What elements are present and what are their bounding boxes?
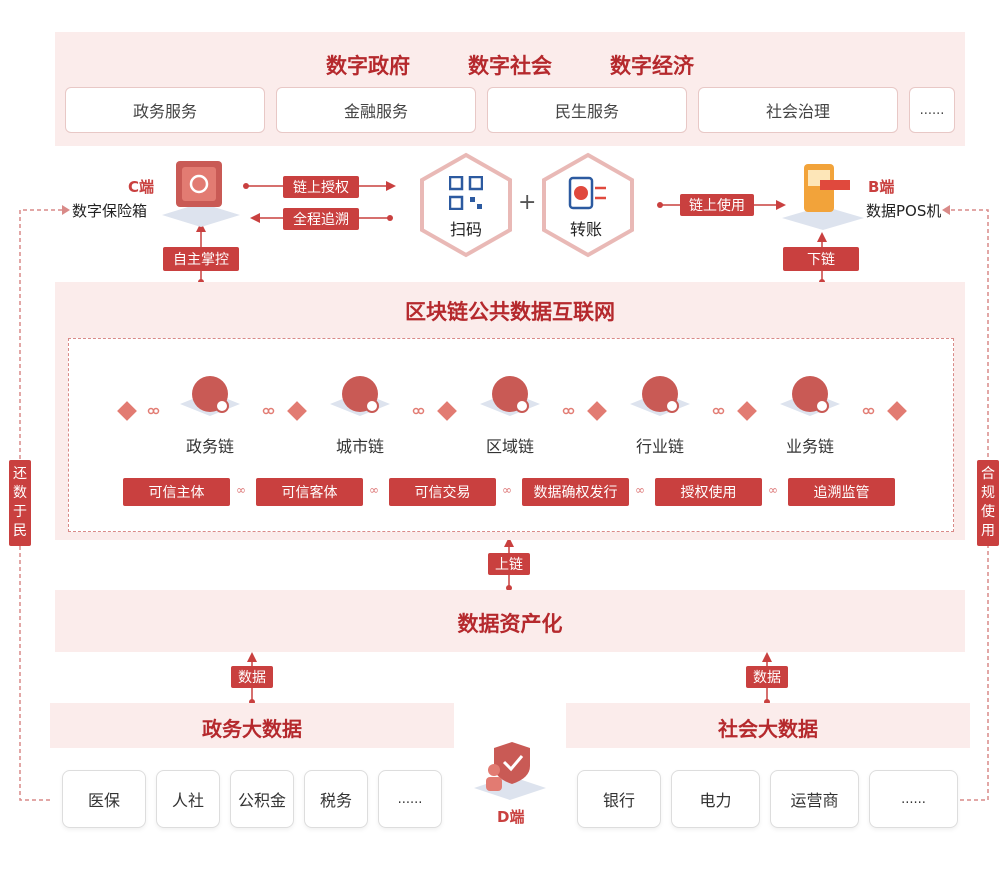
top-title-1: 数字政府	[326, 54, 410, 78]
social-data-title: 社会大数据	[718, 717, 818, 741]
service-livelihood: 民生服务	[487, 87, 687, 133]
social-item-carrier: 运营商	[770, 770, 859, 828]
b-end-code: B端	[868, 178, 895, 196]
on-chain-use-tag: 链上使用	[680, 194, 754, 216]
c-end-name: 数字保险箱	[72, 202, 148, 220]
chain-nodes	[117, 376, 907, 421]
gov-item-tax: 税务	[304, 770, 368, 828]
side-left-char-2: 数	[13, 485, 27, 501]
capability-trusted-trade: 可信交易	[389, 478, 496, 506]
side-right-char-2: 规	[981, 485, 995, 501]
cube-icon-5	[737, 401, 757, 421]
plus-sign: +	[518, 190, 537, 215]
social-item-more: ......	[869, 770, 958, 828]
up-chain-tag: 上链	[488, 553, 530, 575]
d-end-code: D端	[497, 808, 525, 826]
full-trace-tag: 全程追溯	[283, 208, 359, 230]
link-icon-4: ∞	[635, 483, 645, 497]
social-data-band	[566, 703, 970, 748]
link-icon-2: ∞	[369, 483, 379, 497]
link-icon-1: ∞	[236, 483, 246, 497]
cube-icon-6	[887, 401, 907, 421]
link-icon-3: ∞	[502, 483, 512, 497]
region-chain-node-icon	[480, 376, 540, 416]
scan-hexagon	[420, 152, 512, 258]
cube-icon-4	[587, 401, 607, 421]
service-more: ......	[909, 87, 955, 133]
social-item-bank: 银行	[577, 770, 661, 828]
side-right-char-3: 使	[981, 504, 995, 520]
chain-label-region: 区域链	[485, 437, 534, 456]
chain-label-gov: 政务链	[185, 437, 234, 456]
gov-data-title: 政务大数据	[202, 717, 302, 741]
capability-rights-issue: 数据确权发行	[522, 478, 629, 506]
capability-trusted-object: 可信客体	[256, 478, 363, 506]
service-gov: 政务服务	[65, 87, 265, 133]
capability-trace-supervise: 追溯监管	[788, 478, 895, 506]
chain-label-business: 业务链	[785, 437, 834, 456]
top-title-2: 数字社会	[468, 54, 552, 78]
side-right-char-1: 合	[981, 466, 995, 482]
off-chain-tag: 下链	[783, 247, 859, 271]
qr-code-icon	[449, 176, 483, 210]
return-data-to-people-tag: 还 数 于 民	[9, 460, 31, 546]
gov-data-band	[50, 703, 454, 748]
chain-label-industry: 行业链	[635, 437, 684, 456]
side-left-char-4: 民	[13, 523, 27, 539]
gov-chain-node-icon	[180, 376, 240, 416]
b-end-name: 数据POS机	[866, 202, 942, 220]
service-governance: 社会治理	[698, 87, 898, 133]
social-item-power: 电力	[671, 770, 760, 828]
transfer-label: 转账	[570, 220, 603, 239]
service-finance: 金融服务	[276, 87, 476, 133]
side-left-char-1: 还	[13, 466, 27, 482]
shield-person-icon	[474, 742, 546, 800]
assetization-title: 数据资产化	[457, 612, 563, 636]
capability-authorized-use: 授权使用	[655, 478, 762, 506]
gov-item-social-security: 人社	[156, 770, 220, 828]
c-end-code: C端	[128, 178, 155, 196]
transfer-icon	[568, 176, 606, 210]
business-chain-node-icon	[780, 376, 840, 416]
gov-item-medical: 医保	[62, 770, 146, 828]
transfer-hexagon	[542, 152, 634, 258]
chain-label-city: 城市链	[335, 437, 384, 456]
pos-machine-icon	[782, 164, 864, 230]
top-title-3: 数字经济	[610, 54, 694, 78]
compliant-use-tag: 合 规 使 用	[977, 460, 999, 546]
scan-label: 扫码	[450, 220, 483, 239]
on-chain-auth-tag: 链上授权	[283, 176, 359, 198]
cube-icon-3	[437, 401, 457, 421]
assetization-band	[55, 590, 965, 652]
network-title: 区块链公共数据互联网	[405, 300, 615, 324]
gov-item-more: ......	[378, 770, 442, 828]
industry-chain-node-icon	[630, 376, 690, 416]
self-control-tag: 自主掌控	[163, 247, 239, 271]
cube-icon-1	[117, 401, 137, 421]
safe-box-icon	[162, 161, 240, 227]
cube-icon-2	[287, 401, 307, 421]
side-left-char-3: 于	[13, 504, 27, 520]
gov-item-housing-fund: 公积金	[230, 770, 294, 828]
link-icon-5: ∞	[768, 483, 778, 497]
social-data-tag: 数据	[746, 666, 788, 688]
city-chain-node-icon	[330, 376, 390, 416]
side-right-char-4: 用	[981, 523, 995, 539]
gov-data-tag: 数据	[231, 666, 273, 688]
capability-trusted-subject: 可信主体	[123, 478, 230, 506]
